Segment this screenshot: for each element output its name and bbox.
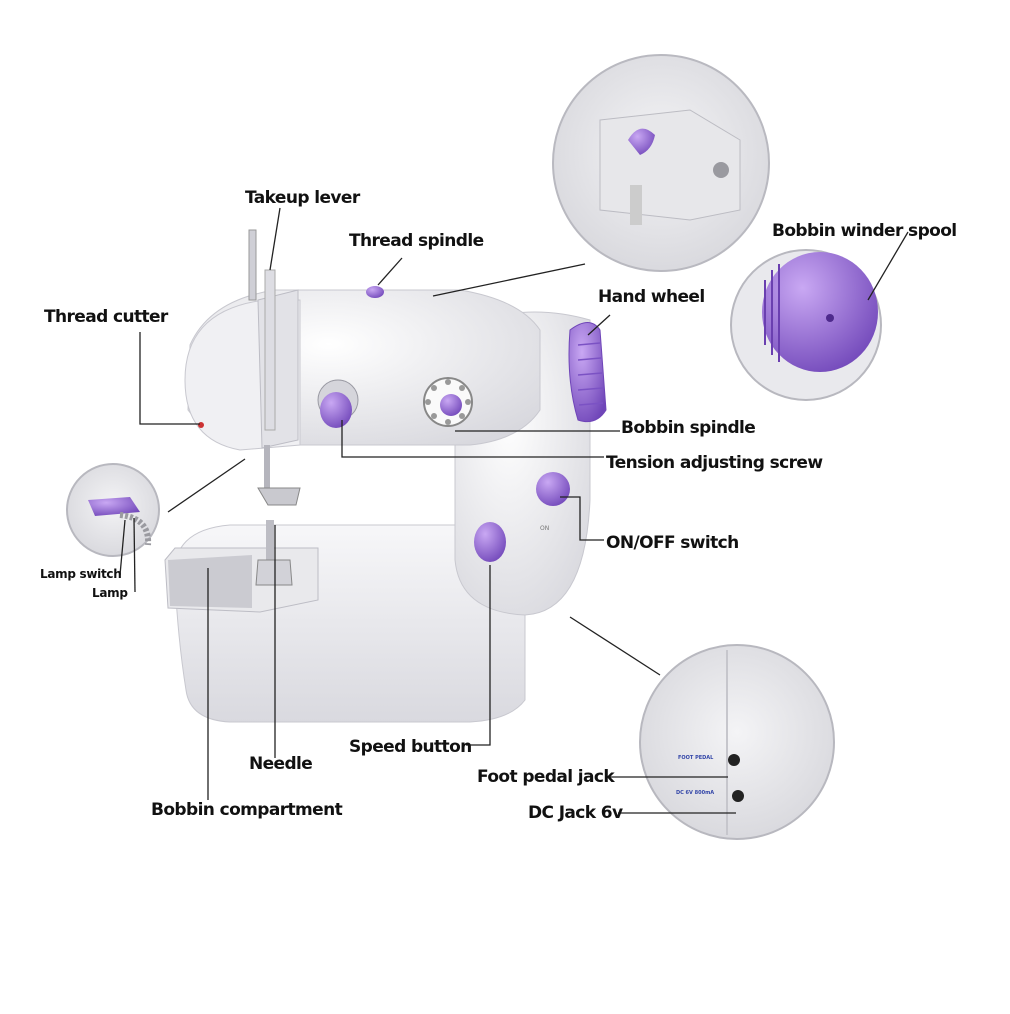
dc-jack-hole — [732, 790, 744, 802]
svg-text:ON: ON — [540, 525, 549, 532]
label-hand-wheel: Hand wheel — [598, 287, 705, 307]
label-needle: Needle — [249, 754, 313, 774]
label-speed-button: Speed button — [349, 737, 472, 757]
speed-button — [474, 522, 506, 562]
label-thread-spindle: Thread spindle — [349, 231, 484, 251]
zoom-spool-detail — [730, 249, 882, 401]
zoom-thread-guide — [628, 128, 655, 155]
label-tension-adjusting-screw: Tension adjusting screw — [606, 453, 823, 473]
sewing-machine-icon: ON — [164, 229, 607, 723]
jack-panel-foot-pedal-text: FOOT PEDAL — [678, 755, 714, 761]
leader-lines — [119, 207, 909, 814]
bobbin-cover — [168, 555, 252, 608]
label-dc-jack: DC Jack 6v — [528, 803, 623, 823]
label-foot-pedal-jack: Foot pedal jack — [477, 767, 615, 787]
label-thread-cutter: Thread cutter — [44, 307, 168, 327]
needle-bar — [264, 445, 270, 490]
on-off-switch — [536, 472, 570, 506]
zoom-jacks-detail — [639, 644, 835, 840]
label-lamp-switch: Lamp switch — [40, 567, 122, 581]
zoom-top-detail — [552, 54, 770, 272]
zoom-lamp-detail — [66, 463, 160, 557]
label-on-off-switch: ON/OFF switch — [606, 533, 739, 553]
label-bobbin-winder-spool: Bobbin winder spool — [772, 221, 957, 241]
tension-knob — [320, 392, 352, 428]
label-bobbin-spindle: Bobbin spindle — [621, 418, 756, 438]
takeup-lever — [248, 229, 257, 301]
thread-spindle — [366, 286, 384, 298]
label-lamp: Lamp — [92, 586, 128, 600]
presser-foot — [257, 487, 301, 506]
label-bobbin-compartment: Bobbin compartment — [151, 800, 343, 820]
jack-panel-dc-text: DC 6V 800mA — [676, 790, 715, 796]
label-takeup-lever: Takeup lever — [245, 188, 360, 208]
foot-pedal-jack-hole — [728, 754, 740, 766]
hand-wheel — [568, 322, 607, 423]
